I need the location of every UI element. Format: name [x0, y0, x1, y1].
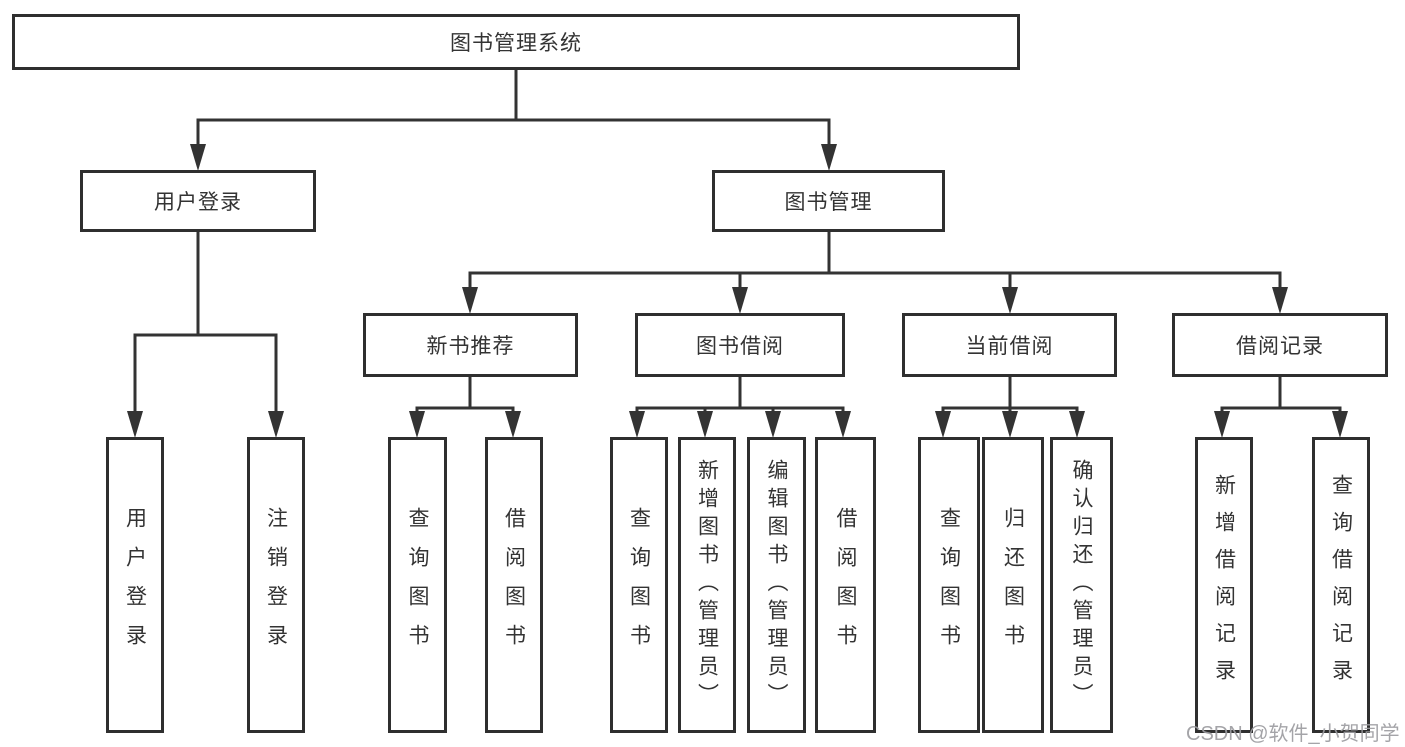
arrowhead — [1069, 411, 1085, 438]
node-book-borrow: 图书借阅 — [635, 313, 845, 377]
node-leaf-bb-borrow-label: 借阅图书 — [834, 507, 857, 663]
edge-userlogin-to-leaves — [133, 232, 278, 414]
node-leaf-bb-query-label: 查询图书 — [627, 507, 651, 663]
arrowhead — [505, 411, 521, 438]
edge-newbook-to-leaves — [415, 377, 515, 414]
arrowhead — [409, 411, 425, 438]
node-leaf-bb-query: 查询图书 — [610, 437, 668, 733]
edge-bookmgmt-to-level3 — [468, 232, 1282, 290]
node-leaf-logout-label: 注销登录 — [264, 507, 288, 663]
node-root: 图书管理系统 — [12, 14, 1020, 70]
arrowhead — [697, 411, 713, 438]
node-leaf-bb-edit-label: 编辑图书（管理员） — [765, 459, 788, 711]
arrowhead — [1002, 411, 1018, 438]
node-leaf-nb-query-label: 查询图书 — [406, 507, 429, 663]
arrowhead — [127, 411, 143, 438]
node-leaf-user-login-label: 用户登录 — [123, 507, 147, 663]
node-current-borrow-label: 当前借阅 — [965, 335, 1054, 358]
node-leaf-cb-confirm-label: 确认归还（管理员） — [1070, 459, 1093, 711]
arrowhead — [629, 411, 645, 438]
node-book-mgmt: 图书管理 — [712, 170, 945, 232]
node-leaf-cb-query-label: 查询图书 — [937, 507, 961, 663]
node-leaf-br-add: 新增借阅记录 — [1195, 437, 1253, 733]
arrowhead — [835, 411, 851, 438]
node-leaf-bb-borrow: 借阅图书 — [815, 437, 876, 733]
csdn-watermark: CSDN @软件_小贺同学 — [1186, 723, 1400, 745]
node-root-label: 图书管理系统 — [450, 32, 582, 55]
node-leaf-bb-add-label: 新增图书（管理员） — [695, 459, 719, 711]
node-leaf-nb-query: 查询图书 — [388, 437, 447, 733]
node-current-borrow: 当前借阅 — [902, 313, 1117, 377]
arrowhead — [1214, 411, 1230, 438]
arrowhead — [268, 411, 284, 438]
node-leaf-logout: 注销登录 — [247, 437, 305, 733]
arrowhead — [935, 411, 951, 438]
node-leaf-br-query-label: 查询借阅记录 — [1329, 474, 1353, 696]
node-leaf-nb-borrow-label: 借阅图书 — [502, 507, 526, 663]
node-borrow-record: 借阅记录 — [1172, 313, 1388, 377]
edge-currentborrow-to-leaves — [941, 377, 1079, 414]
node-leaf-cb-return: 归还图书 — [982, 437, 1044, 733]
arrowhead — [462, 287, 478, 314]
node-new-book: 新书推荐 — [363, 313, 578, 377]
node-leaf-bb-add: 新增图书（管理员） — [678, 437, 736, 733]
edge-borrowrecord-to-leaves — [1220, 377, 1342, 414]
node-leaf-cb-query: 查询图书 — [918, 437, 980, 733]
arrowhead — [1002, 287, 1018, 314]
node-user-login: 用户登录 — [80, 170, 316, 232]
edge-bookborrow-to-leaves — [635, 377, 845, 414]
arrowhead — [1332, 411, 1348, 438]
node-leaf-bb-edit: 编辑图书（管理员） — [747, 437, 806, 733]
node-leaf-br-query: 查询借阅记录 — [1312, 437, 1370, 733]
arrowhead — [732, 287, 748, 314]
node-leaf-user-login: 用户登录 — [106, 437, 164, 733]
node-new-book-label: 新书推荐 — [426, 335, 515, 358]
node-book-mgmt-label: 图书管理 — [784, 191, 873, 214]
node-leaf-cb-confirm: 确认归还（管理员） — [1050, 437, 1113, 733]
arrowhead — [765, 411, 781, 438]
node-leaf-br-add-label: 新增借阅记录 — [1212, 474, 1236, 696]
arrowhead — [821, 144, 837, 171]
arrowhead — [190, 144, 206, 171]
node-leaf-cb-return-label: 归还图书 — [1001, 507, 1025, 663]
node-user-login-label: 用户登录 — [154, 191, 242, 214]
node-book-borrow-label: 图书借阅 — [696, 335, 784, 358]
edge-root-to-level2 — [196, 70, 831, 147]
node-borrow-record-label: 借阅记录 — [1236, 335, 1324, 358]
arrowhead — [1272, 287, 1288, 314]
node-leaf-nb-borrow: 借阅图书 — [485, 437, 543, 733]
